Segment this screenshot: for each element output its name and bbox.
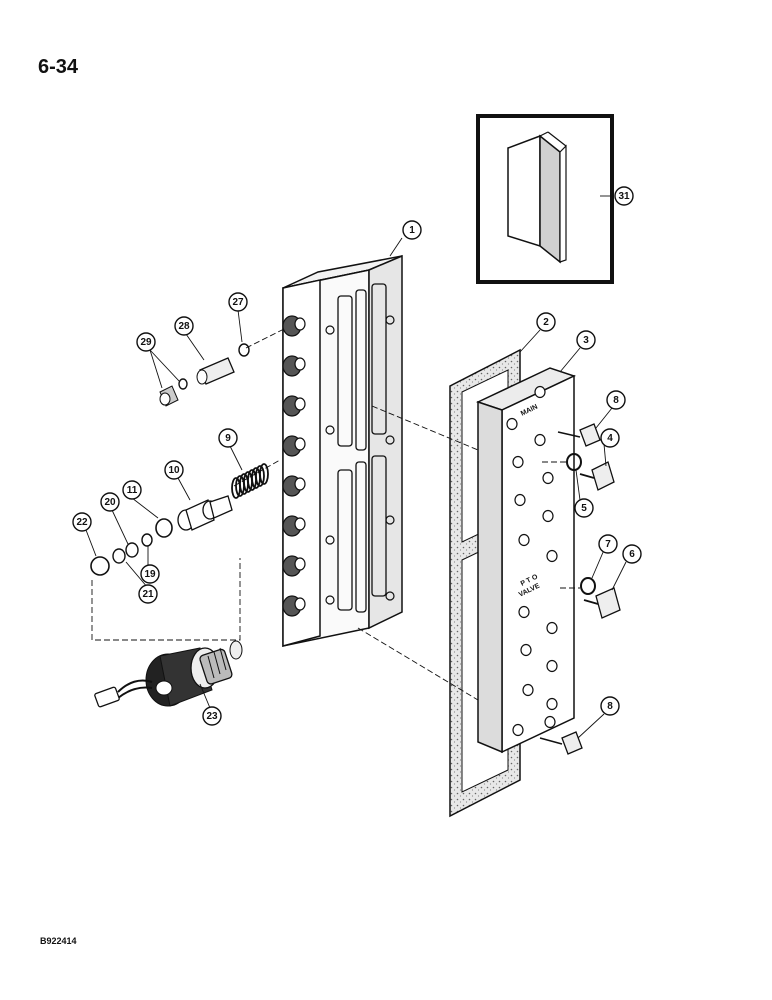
callout-c8b: 8 <box>600 696 620 716</box>
plate-hole <box>512 723 524 737</box>
callout-leaders <box>85 195 627 739</box>
callout-number: 11 <box>127 485 138 496</box>
callout-number: 28 <box>178 321 190 332</box>
inset-bracket-group <box>476 114 614 284</box>
plate-hole <box>546 549 558 563</box>
port-bore <box>294 517 306 531</box>
callout-c5: 5 <box>574 498 594 518</box>
callout-number: 10 <box>168 465 180 476</box>
angle-bracket-icon <box>507 131 567 264</box>
cover-plate-icon: MAIN P T O VALVE <box>475 367 577 754</box>
plate-hole <box>534 433 546 447</box>
spring-coil <box>259 463 269 485</box>
callout-c6: 6 <box>622 544 642 564</box>
callout-c27: 27 <box>228 292 248 312</box>
plate-hole <box>518 533 530 547</box>
plate-hole <box>546 659 558 673</box>
solenoid-icon <box>94 640 243 708</box>
spool-icon <box>177 495 233 531</box>
callout-number: 3 <box>583 335 589 346</box>
plate-hole <box>546 697 558 711</box>
callout-number: 8 <box>607 701 613 712</box>
callout-c7: 7 <box>598 534 618 554</box>
callout-number: 20 <box>104 497 116 508</box>
plate-hole <box>542 471 554 485</box>
spring-coil <box>255 465 265 487</box>
callout-number: 9 <box>225 433 231 444</box>
page-number: 6-34 <box>38 56 79 78</box>
inset-frame <box>476 114 614 284</box>
plate-hole <box>512 455 524 469</box>
seal-rings-icon <box>90 343 596 595</box>
callout-number: 31 <box>618 191 630 202</box>
port-bore <box>294 557 306 571</box>
callout-c11: 11 <box>122 480 142 500</box>
valve-body-icon <box>282 254 403 647</box>
callout-number: 23 <box>206 711 218 722</box>
callout-c29: 29 <box>136 332 156 352</box>
plate-hole <box>534 385 546 399</box>
callout-c1: 1 <box>402 220 422 240</box>
plate-hole <box>520 643 532 657</box>
callout-number: 4 <box>607 433 613 444</box>
leader-lines <box>91 327 580 701</box>
callout-number: 21 <box>142 589 154 600</box>
port-bore <box>294 357 306 371</box>
port-bore <box>294 597 306 611</box>
plug-and-orifice-icon <box>159 357 235 407</box>
callout-c20: 20 <box>100 492 120 512</box>
callout-number: 27 <box>232 297 244 308</box>
callout-number: 29 <box>140 337 152 348</box>
callout-c2: 2 <box>536 312 556 332</box>
callout-number: 2 <box>543 317 549 328</box>
callout-number: 22 <box>76 517 88 528</box>
callout-number: 19 <box>144 569 156 580</box>
callout-c3: 3 <box>576 330 596 350</box>
bolts-icon <box>539 423 621 755</box>
spring-icon <box>231 463 269 499</box>
port-bore <box>294 317 306 331</box>
callout-c10: 10 <box>164 460 184 480</box>
callout-number: 7 <box>605 539 611 550</box>
callout-number: 6 <box>629 549 635 560</box>
callout-number: 8 <box>613 395 619 406</box>
callout-c23: 23 <box>202 706 222 726</box>
plate-hole <box>514 493 526 507</box>
callout-number: 1 <box>409 225 415 236</box>
callout-c9: 9 <box>218 428 238 448</box>
callout-c8a: 8 <box>606 390 626 410</box>
callout-c19: 19 <box>140 564 160 584</box>
plate-hole <box>542 509 554 523</box>
callout-c31: 31 <box>614 186 634 206</box>
plate-hole <box>544 715 556 729</box>
plate-hole <box>546 621 558 635</box>
port-bore <box>294 397 306 411</box>
port-bore <box>294 477 306 491</box>
callout-c21: 21 <box>138 584 158 604</box>
port-bore <box>294 437 306 451</box>
plate-hole <box>506 417 518 431</box>
callout-c4: 4 <box>600 428 620 448</box>
callout-c28: 28 <box>174 316 194 336</box>
plate-hole <box>518 605 530 619</box>
callout-c22: 22 <box>72 512 92 532</box>
callout-number: 5 <box>581 503 587 514</box>
plate-hole <box>522 683 534 697</box>
figure-code: B922414 <box>40 936 77 946</box>
